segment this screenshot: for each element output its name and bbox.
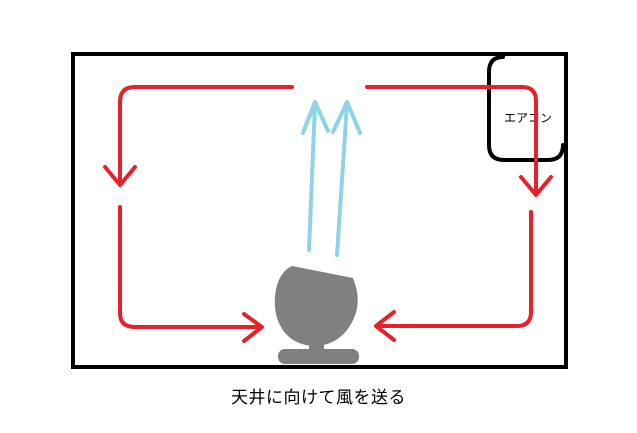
- room-outline: [71, 52, 568, 369]
- air-conditioner: エアコン: [487, 55, 565, 162]
- arrowhead-down-left: [103, 165, 137, 187]
- wind-arrow-left-head: [301, 100, 330, 135]
- air-conditioner-label: エアコン: [504, 111, 552, 125]
- wind-arrow-right-shaft: [335, 102, 349, 257]
- up-arrow-icon: [301, 100, 362, 257]
- arrowhead-right-left: [242, 312, 264, 343]
- diagram-caption: 天井に向けて風を送る: [231, 388, 406, 408]
- wind-arrow-right-head: [331, 100, 362, 135]
- fan-head: [274, 266, 358, 346]
- circulator-fan-icon: [274, 266, 359, 364]
- airflow-top-right: [365, 85, 538, 195]
- airflow-bottom-left: [118, 205, 262, 329]
- arrowhead-down-right: [519, 175, 553, 197]
- airflow-bottom-right: [376, 210, 533, 328]
- arrowhead-left-right: [374, 310, 396, 342]
- airflow-loop: [103, 85, 553, 343]
- wind-arrow-left-shaft: [307, 102, 317, 252]
- air-conditioner-outline: [487, 55, 565, 162]
- airflow-top-left: [118, 85, 294, 185]
- fan-base: [278, 349, 359, 364]
